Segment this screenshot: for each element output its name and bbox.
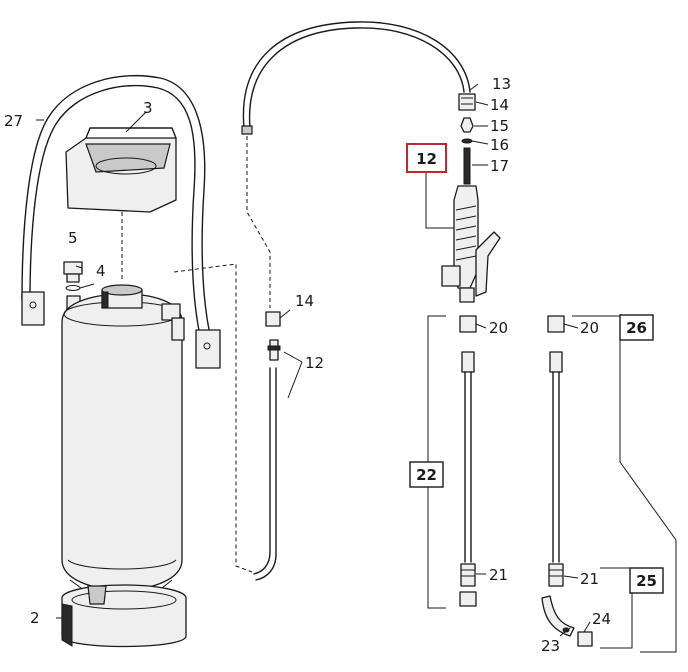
label-5: 5 <box>68 229 78 247</box>
label-23: 23 <box>541 637 560 655</box>
part-labels: 2 3 4 5 12 13 14 14 15 16 17 20 20 21 21… <box>4 75 611 655</box>
extension-lance-26 <box>541 315 593 647</box>
label-12-hose: 12 <box>305 354 324 372</box>
boxed-label-26: 26 <box>626 319 647 337</box>
boxed-label-12: 12 <box>416 150 437 168</box>
elbow-nozzle <box>541 595 575 637</box>
tank-body <box>61 284 185 597</box>
strap <box>21 74 215 353</box>
box-22 <box>409 461 444 488</box>
label-20-left: 20 <box>489 319 508 337</box>
oring-16 <box>461 138 473 144</box>
label-17: 17 <box>490 157 509 175</box>
box-25 <box>629 567 664 594</box>
label-27: 27 <box>4 112 23 130</box>
boxed-label-25: 25 <box>636 572 657 590</box>
hose-upper <box>242 21 471 129</box>
filter-basket <box>65 127 177 213</box>
label-21-left: 21 <box>489 566 508 584</box>
label-24: 24 <box>592 610 611 628</box>
label-21-right: 21 <box>580 570 599 588</box>
label-14-hose: 14 <box>295 292 314 310</box>
label-15: 15 <box>490 117 509 135</box>
hose-lower <box>253 367 277 581</box>
boxed-labels: 12 22 26 25 <box>406 143 664 594</box>
label-13: 13 <box>492 75 511 93</box>
label-4: 4 <box>96 262 106 280</box>
label-2: 2 <box>30 609 40 627</box>
hose-assembly <box>241 21 471 581</box>
nut-14 <box>458 93 476 111</box>
hose-nut <box>265 311 281 327</box>
label-20-right: 20 <box>580 319 599 337</box>
label-16: 16 <box>490 136 509 154</box>
lance-assembly <box>441 93 501 303</box>
highlight-box-12 <box>406 143 447 173</box>
label-3: 3 <box>143 99 153 117</box>
base-ring <box>61 584 187 648</box>
box-26 <box>619 314 654 341</box>
trigger-lever <box>475 231 501 297</box>
boxed-label-22: 22 <box>416 466 437 484</box>
tank-assembly <box>21 74 253 648</box>
label-14-lance: 14 <box>490 96 509 114</box>
fitting-15 <box>460 117 474 133</box>
extension-lance-22 <box>459 315 477 607</box>
tube-17 <box>463 147 471 185</box>
